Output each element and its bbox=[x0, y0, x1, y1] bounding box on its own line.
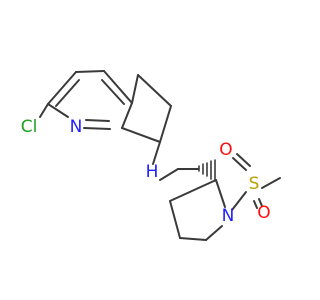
bond-c3p-c2p bbox=[169, 179, 217, 202]
structure-canvas: Cl N H N S O O bbox=[20, 70, 281, 241]
amine-hydrogen-label: H bbox=[146, 162, 159, 182]
bond-c7-c7a bbox=[121, 127, 161, 143]
pyridine-nitrogen-label: N bbox=[70, 117, 83, 137]
bond-n1p-c5p bbox=[205, 225, 223, 241]
chlorine-label: Cl bbox=[21, 117, 38, 137]
oxygen-bottom-label: O bbox=[257, 203, 270, 223]
bond-c2-c3 bbox=[47, 71, 77, 105]
sulfonyl-group bbox=[231, 153, 281, 211]
bond-c4-c4a bbox=[103, 70, 133, 104]
chemical-structure: Cl N H N S O O bbox=[21, 70, 281, 241]
amine-linker bbox=[152, 141, 199, 181]
bond-c5p-c4p bbox=[179, 237, 207, 241]
pyrrolidine-ring bbox=[169, 179, 226, 241]
bond-c5-c6 bbox=[137, 74, 172, 107]
bond-s-ch3 bbox=[261, 177, 281, 189]
bond-c6-c7 bbox=[159, 105, 172, 143]
bond-c4a-c5 bbox=[131, 74, 139, 104]
pyridine-ring bbox=[39, 70, 133, 130]
bond-s-o-top-2 bbox=[236, 153, 251, 167]
bond-c2-c3-double bbox=[55, 79, 80, 107]
bond-c7a-n1-double bbox=[85, 119, 110, 122]
bond-n1p-s bbox=[231, 191, 247, 211]
sulfur-label: S bbox=[249, 174, 260, 194]
stereo-hash-bond bbox=[198, 159, 216, 182]
bond-s-o-top-1 bbox=[232, 157, 247, 171]
bond-c4a-c7a bbox=[121, 102, 133, 129]
oxygen-top-label: O bbox=[219, 140, 232, 160]
bond-s-o-bottom-1 bbox=[258, 198, 263, 207]
bond-s-o-bottom-2 bbox=[253, 200, 258, 209]
bond-c4p-c3p bbox=[169, 200, 181, 239]
pyrrolidine-nitrogen-label: N bbox=[222, 206, 235, 226]
bond-c7-nh bbox=[152, 141, 161, 165]
bond-c2p-n1p bbox=[215, 179, 226, 208]
bond-c4-c4a-double bbox=[101, 79, 125, 105]
bond-nh-ch2 bbox=[159, 168, 179, 181]
bond-c3-c4 bbox=[75, 70, 105, 73]
bond-c2-cl bbox=[39, 103, 49, 118]
cyclopentane-ring bbox=[121, 74, 172, 143]
bond-c7a-n1 bbox=[83, 127, 111, 130]
bond-n1-c2 bbox=[47, 103, 69, 118]
